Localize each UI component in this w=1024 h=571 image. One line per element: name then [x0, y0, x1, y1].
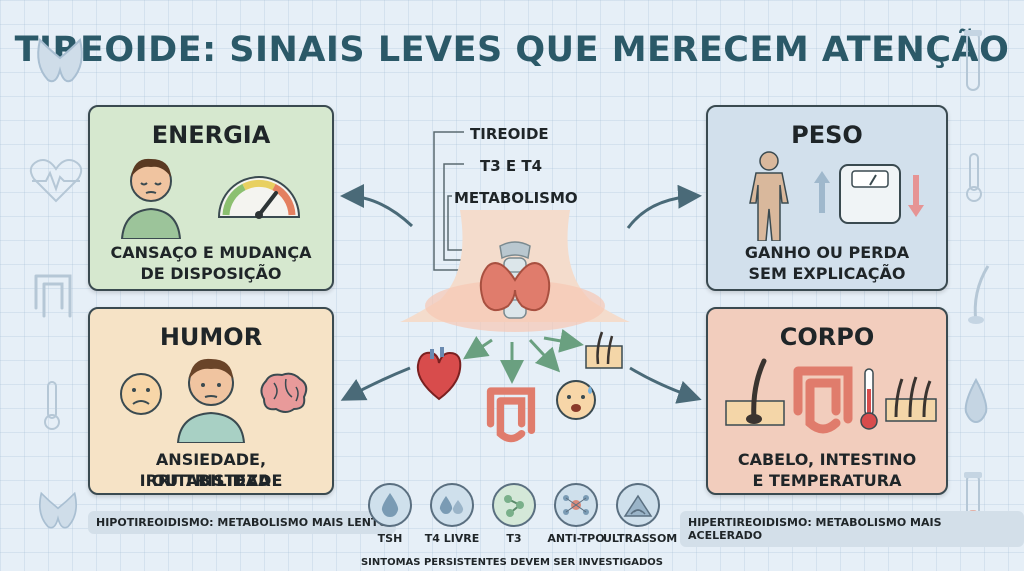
tired-person-icon	[120, 158, 182, 239]
test-t3-label: T3	[506, 532, 522, 545]
card-corpo-title: CORPO	[779, 323, 875, 351]
test-anti-tpo-label: ANTI-TPO	[547, 532, 605, 545]
card-energia-title: ENERGIA	[151, 121, 271, 149]
drop-icon	[368, 483, 412, 527]
body-silhouette-icon	[749, 151, 789, 241]
thermometer-right-icon	[966, 153, 982, 202]
skin-hair-icon	[885, 376, 937, 422]
scale-icon	[839, 164, 901, 224]
card-peso-desc-2: SEM EXPLICAÇÃO	[748, 264, 906, 283]
test-tsh: TSH	[355, 483, 425, 545]
drops-icon	[430, 483, 474, 527]
gauge-icon	[217, 176, 301, 219]
card-energia-desc-1: CANSAÇO E MUDANÇA	[110, 243, 312, 262]
pill-hipertireoidismo: HIPERTIREOIDISMO: METABOLISMO MAIS ACELE…	[680, 511, 1024, 547]
card-energia: ENERGIA CANSAÇO E MUDANÇA DE DISPOSIÇÃO	[88, 105, 334, 291]
card-peso-title: PESO	[791, 121, 863, 149]
ultrasound-icon	[616, 483, 660, 527]
arrow-up-icon	[814, 171, 830, 213]
brain-icon	[260, 372, 308, 413]
intestine-icon	[793, 366, 853, 434]
thyroid-outline-icon	[37, 38, 83, 83]
pill-hipotireoidismo: HIPOTIREOIDISMO: METABOLISMO MAIS LENTO	[88, 511, 396, 534]
intestine-organ-icon	[486, 387, 536, 443]
hair-follicle-icon	[725, 358, 785, 426]
card-corpo-desc-1: CABELO, INTESTINO	[737, 450, 917, 469]
test-tube-icon	[964, 30, 982, 91]
sweaty-face-icon	[556, 380, 596, 420]
label-t3-t4: T3 E T4	[480, 157, 543, 175]
card-peso: PESO GANHO OU PERDA SEM EXPLICAÇÃO	[706, 105, 948, 291]
intestine-outline-icon	[34, 274, 72, 318]
thermometer-icon	[860, 368, 878, 430]
arrow-down-icon	[908, 175, 924, 217]
card-peso-desc-1: GANHO OU PERDA	[744, 243, 910, 262]
footer-note: SINTOMAS PERSISTENTES DEVEM SER INVESTIG…	[360, 557, 664, 568]
page-title: TIREOIDE: SINAIS LEVES QUE MERECEM ATENÇ…	[14, 30, 1010, 70]
cells-icon	[554, 483, 598, 527]
hair-strand-icon	[968, 265, 990, 324]
molecule-icon	[492, 483, 536, 527]
card-corpo: CORPO CABELO, INTESTINO E TEMPERATURA	[706, 307, 948, 495]
thyroid-bottom-icon	[39, 491, 77, 529]
card-humor-desc-1: ANSIEDADE, IRRITABILIDADE	[139, 450, 283, 490]
card-humor-desc-2: OU TRISTEZA	[151, 471, 271, 490]
thermometer-bg-icon	[44, 381, 60, 430]
card-energia-desc-2: DE DISPOSIÇÃO	[140, 264, 282, 283]
test-t4-livre-label: T4 LIVRE	[424, 532, 480, 545]
neck-thyroid-illustration	[400, 210, 630, 332]
card-corpo-desc-2: E TEMPERATURA	[752, 471, 902, 490]
heart-organ-icon	[416, 347, 462, 401]
test-ultrassom: ULTRASSOM	[603, 483, 678, 545]
person-icon	[176, 358, 246, 443]
water-drop-icon	[964, 378, 988, 424]
test-tsh-label: TSH	[377, 532, 403, 545]
test-ultrassom-label: ULTRASSOM	[603, 532, 678, 545]
card-humor-title: HUMOR	[159, 323, 263, 351]
heart-pulse-icon	[29, 159, 83, 203]
test-t3: T3	[479, 483, 549, 545]
card-humor: HUMOR ANSIEDADE, IRRITABILIDADE OU TRIST…	[88, 307, 334, 495]
test-t4-livre: T4 LIVRE	[417, 483, 487, 545]
test-anti-tpo: ANTI-TPO	[541, 483, 611, 545]
label-tireoide: TIREOIDE	[470, 125, 549, 143]
sad-face-icon	[120, 373, 162, 415]
skin-sample-icon	[585, 331, 623, 369]
label-metabolismo: METABOLISMO	[454, 189, 578, 207]
